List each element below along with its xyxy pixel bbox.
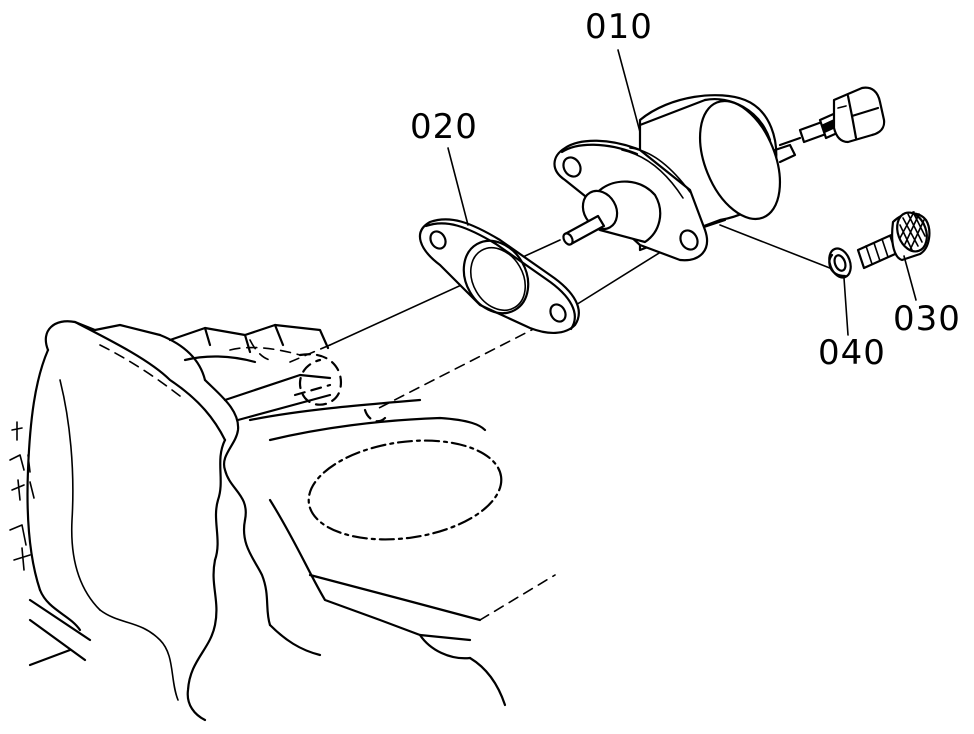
part-number-label: 030 bbox=[893, 299, 961, 339]
gasket-020 bbox=[419, 218, 580, 334]
leader-010 bbox=[617, 49, 641, 133]
part-number-label: 020 bbox=[410, 107, 478, 147]
part-number-label: 040 bbox=[818, 333, 886, 373]
part-number-label: 010 bbox=[585, 7, 653, 47]
engine-block bbox=[9, 320, 556, 722]
leader-020 bbox=[447, 147, 469, 226]
leader-040 bbox=[843, 277, 849, 336]
bolt-030 bbox=[856, 211, 931, 270]
leader-030 bbox=[903, 255, 917, 301]
leader-lines bbox=[447, 49, 917, 336]
washer-040 bbox=[828, 247, 852, 279]
solenoid-010 bbox=[553, 86, 886, 262]
